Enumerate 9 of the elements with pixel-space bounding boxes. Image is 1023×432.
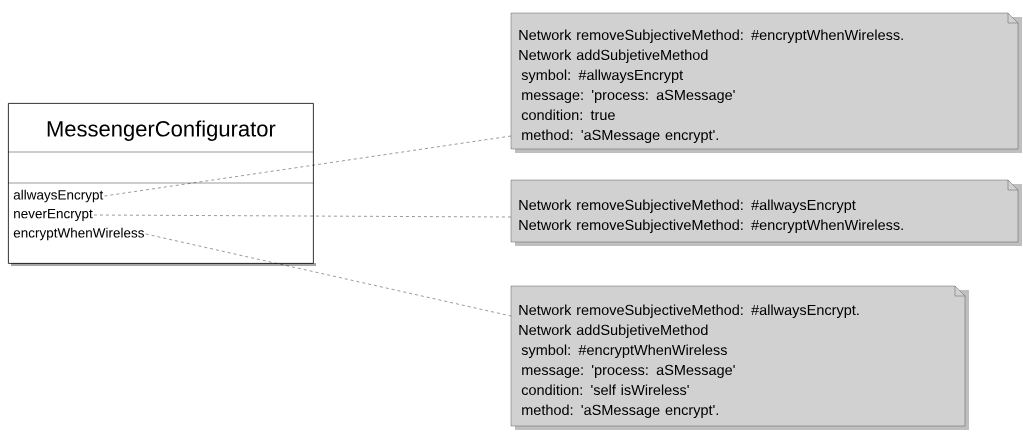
leader-line: [145, 233, 512, 317]
note-box: Network removeSubjectiveMethod: #encryptWhenWireless. Network addSubjetiveMethod symbol: #allwaysEncrypt message: 'process: aSMessage' condition: true method: 'aSMessage encrypt'.: [510, 12, 1022, 153]
leader-line: [93, 214, 512, 218]
leader-line: [104, 135, 512, 197]
operation-label: encryptWhenWireless: [13, 227, 144, 241]
operation-label: allwaysEncrypt: [13, 189, 104, 203]
note-box: Network removeSubjectiveMethod: #allwaysEncrypt. Network addSubjetiveMethod symbol: #encryptWhenWireless message: 'process: aSMessage' condition: 'self isWireless' method: 'aSMessage encrypt'.: [510, 285, 969, 430]
operation-label: neverEncrypt: [14, 208, 93, 222]
note-box: Network removeSubjectiveMethod: #allwaysEncrypt Network removeSubjectiveMethod: #encryptWhenWireless.: [510, 179, 1022, 246]
